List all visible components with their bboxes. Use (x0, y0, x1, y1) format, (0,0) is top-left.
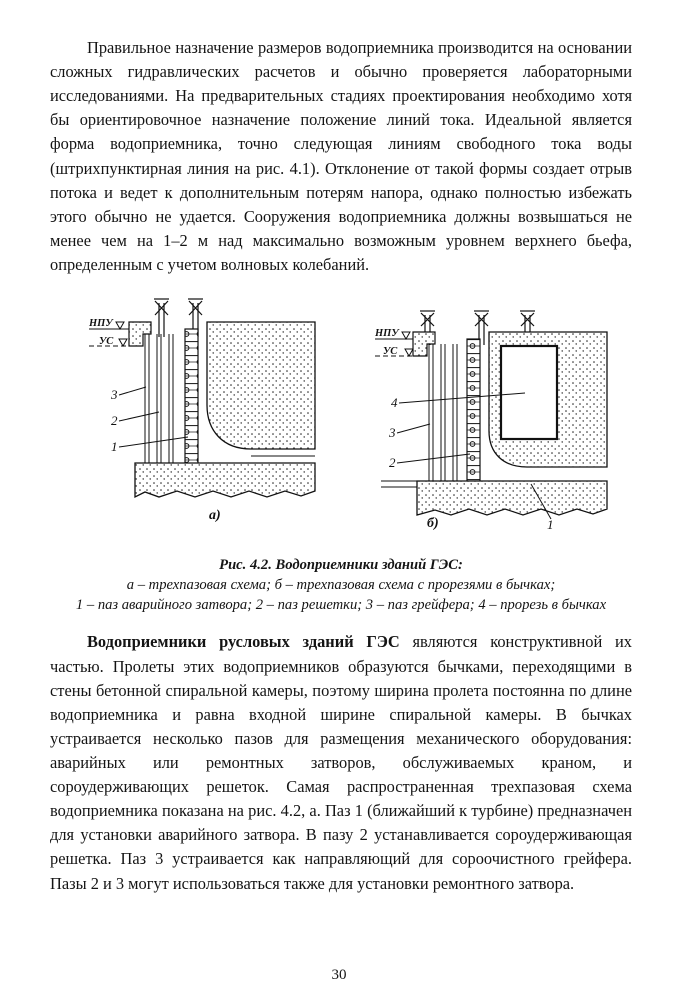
paragraph-body-lead: Водоприемники русловых зданий ГЭС (87, 632, 400, 652)
paragraph-intro: Правильное назначение размеров водоприем… (50, 38, 632, 274)
callout-1-b: 1 (547, 517, 554, 532)
drawing-b: НПУ УС (374, 310, 608, 532)
paragraph-body-rest: являются конструктивной их частью. Проле… (50, 632, 632, 893)
callouts-a: 3 2 1 (110, 386, 188, 454)
slot-walls-b (428, 344, 457, 482)
hoist-rods-a-icon (153, 298, 203, 338)
drawing-a: НПУ УС (88, 298, 316, 523)
us-label-b: УС (383, 346, 398, 357)
figure-caption: Рис. 4.2. Водоприемники зданий ГЭС: а – … (50, 555, 632, 615)
water-level-marks-b: НПУ УС (374, 328, 421, 358)
sublabel-a: а) (209, 508, 221, 523)
trashrack-chain-a (183, 328, 199, 470)
callout-2-a: 2 (111, 413, 118, 428)
concrete-pier-a (205, 321, 316, 450)
water-level-triangle-icon (403, 348, 414, 358)
us-label-a: УС (99, 336, 114, 347)
callout-4-b: 4 (391, 395, 398, 410)
water-level-triangle-icon (117, 338, 128, 348)
paragraph-body: Водоприемники русловых зданий ГЭС являют… (50, 630, 632, 895)
upstream-apron-b (380, 480, 417, 488)
page-number: 30 (331, 967, 347, 983)
callouts-b: 4 3 2 1 (388, 392, 554, 532)
figure-caption-line3: 1 – паз аварийного затвора; 2 – паз реше… (75, 597, 607, 614)
concrete-base-b (415, 480, 608, 516)
figure-caption-title: Рис. 4.2. Водоприемники зданий ГЭС: (219, 557, 463, 574)
npu-label-a: НПУ (88, 318, 114, 329)
concrete-top-slab-a (127, 321, 152, 347)
sublabel-b: б) (427, 516, 439, 531)
concrete-base-a (133, 462, 316, 499)
callout-1-a: 1 (111, 439, 118, 454)
pier-cutout-b (499, 344, 558, 441)
callout-3-b: 3 (388, 425, 396, 440)
callout-2-b: 2 (389, 455, 396, 470)
water-level-triangle-icon (400, 331, 411, 341)
figure-drawing: НПУ УС (88, 298, 608, 532)
slot-walls-a (144, 334, 173, 464)
figure-caption-line2: а – трехпазовая схема; б – трехпазовая с… (126, 577, 556, 594)
trashrack-chain-b (465, 338, 481, 490)
water-level-triangle-icon (114, 321, 125, 331)
concrete-top-slab-b (411, 331, 436, 357)
callout-3-a: 3 (110, 387, 118, 402)
npu-label-b: НПУ (374, 328, 400, 339)
figure-4-2: НПУ УС (50, 289, 632, 615)
